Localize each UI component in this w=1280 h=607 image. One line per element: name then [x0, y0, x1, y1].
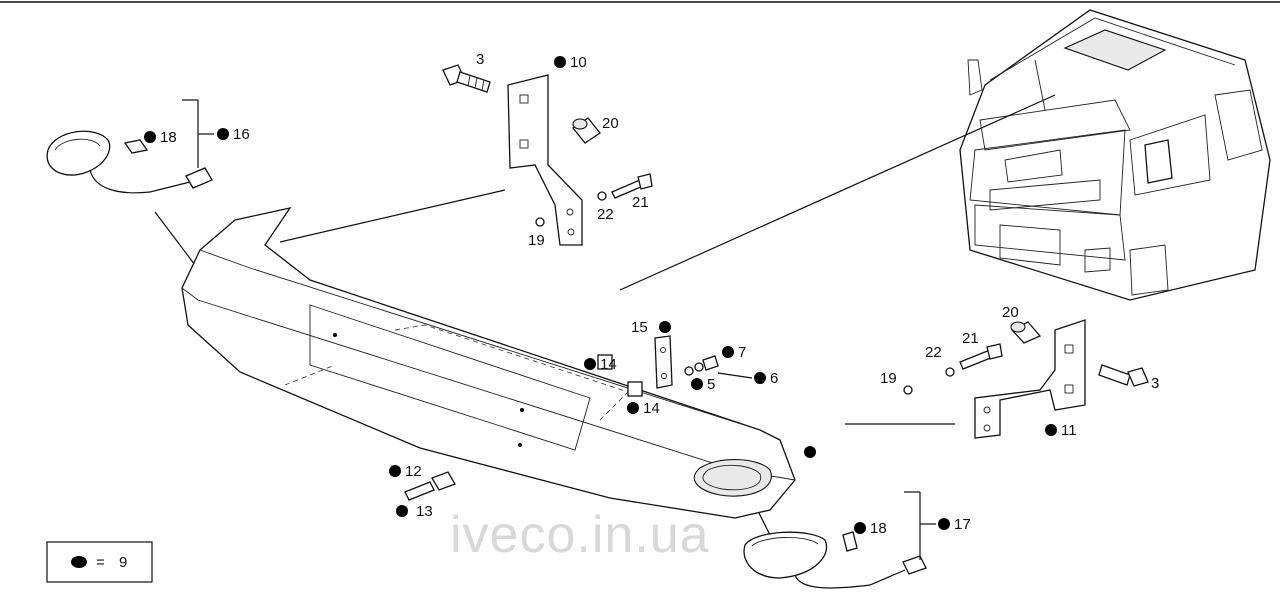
callout-18-left: 18 — [144, 129, 177, 146]
svg-text:16: 16 — [233, 126, 250, 143]
svg-text:11: 11 — [1061, 422, 1077, 439]
callout-13: 13 — [396, 503, 433, 520]
leader-left-bracket — [279, 189, 506, 243]
callout-11: 11 — [1045, 422, 1077, 439]
callout-bare-dot — [804, 446, 816, 458]
center-plate — [654, 335, 673, 389]
svg-text:14: 14 — [643, 400, 660, 417]
callout-19-right: 19 — [880, 370, 897, 387]
callout-18-right: 18 — [854, 520, 887, 537]
svg-text:15: 15 — [631, 319, 648, 336]
spacer-right — [1010, 321, 1042, 344]
callout-22-right: 22 — [925, 344, 942, 361]
callout-10: 10 — [554, 54, 587, 71]
legend-equals: = — [96, 554, 105, 571]
svg-text:22: 22 — [597, 206, 614, 223]
callout-15: 15 — [631, 319, 671, 336]
callout-14-lower: 14 — [627, 400, 660, 417]
nut-set — [684, 355, 719, 376]
clip-upper — [597, 354, 613, 370]
callout-20-right: 20 — [1002, 304, 1019, 321]
clip-lower — [627, 381, 643, 397]
svg-text:18: 18 — [160, 129, 177, 146]
callout-22-top: 22 — [597, 206, 614, 223]
svg-text:20: 20 — [1002, 304, 1019, 321]
callout-6: 6 — [754, 370, 778, 387]
svg-text:19: 19 — [880, 370, 897, 387]
leader-cab-center — [619, 94, 1056, 291]
svg-text:10: 10 — [570, 54, 587, 71]
screw-top — [611, 173, 653, 199]
callout-20-top: 20 — [602, 115, 619, 132]
callout-16: 16 — [217, 126, 250, 143]
callout-3-right: 3 — [1151, 375, 1159, 392]
callout-21-top: 21 — [632, 194, 649, 211]
svg-text:3: 3 — [1151, 375, 1159, 392]
svg-text:17: 17 — [954, 516, 971, 533]
svg-text:20: 20 — [602, 115, 619, 132]
nut-right — [903, 385, 913, 395]
callout-12: 12 — [389, 463, 422, 480]
svg-text:6: 6 — [770, 370, 778, 387]
left-side-lamp — [46, 130, 213, 194]
right-bracket — [974, 319, 1086, 439]
callout-17: 17 — [938, 516, 971, 533]
svg-text:22: 22 — [925, 344, 942, 361]
lower-bolt — [404, 471, 456, 501]
callout-5: 5 — [691, 376, 715, 393]
callout-3-top: 3 — [476, 51, 484, 68]
washer-right — [945, 367, 955, 377]
nut-top — [535, 217, 545, 227]
legend-box: = 9 — [46, 541, 153, 583]
washer-top — [597, 191, 607, 201]
callout-19-top: 19 — [528, 232, 545, 249]
left-bracket — [507, 74, 583, 246]
leader-lamp-left — [154, 211, 196, 266]
svg-text:19: 19 — [528, 232, 545, 249]
right-side-lamp — [743, 531, 927, 589]
svg-text:3: 3 — [476, 51, 484, 68]
front-bumper — [181, 207, 796, 519]
svg-text:13: 13 — [416, 503, 433, 520]
screw-right — [959, 343, 1003, 370]
svg-text:14: 14 — [600, 356, 617, 373]
svg-text:12: 12 — [405, 463, 422, 480]
bolt-right — [1098, 364, 1149, 387]
callout-7: 7 — [722, 344, 746, 361]
truck-cab-illustration — [959, 9, 1271, 301]
svg-text:21: 21 — [962, 330, 979, 347]
bolt-top — [442, 64, 491, 93]
watermark: iveco.in.ua — [450, 506, 710, 564]
svg-text:7: 7 — [738, 344, 746, 361]
callout-14-upper: 14 — [584, 356, 617, 373]
svg-text:21: 21 — [632, 194, 649, 211]
svg-text:5: 5 — [707, 376, 715, 393]
spacer-top — [572, 117, 601, 144]
legend-value: 9 — [119, 554, 127, 571]
callout-21-right: 21 — [962, 330, 979, 347]
legend-dot-icon — [71, 556, 87, 568]
svg-text:18: 18 — [870, 520, 887, 537]
